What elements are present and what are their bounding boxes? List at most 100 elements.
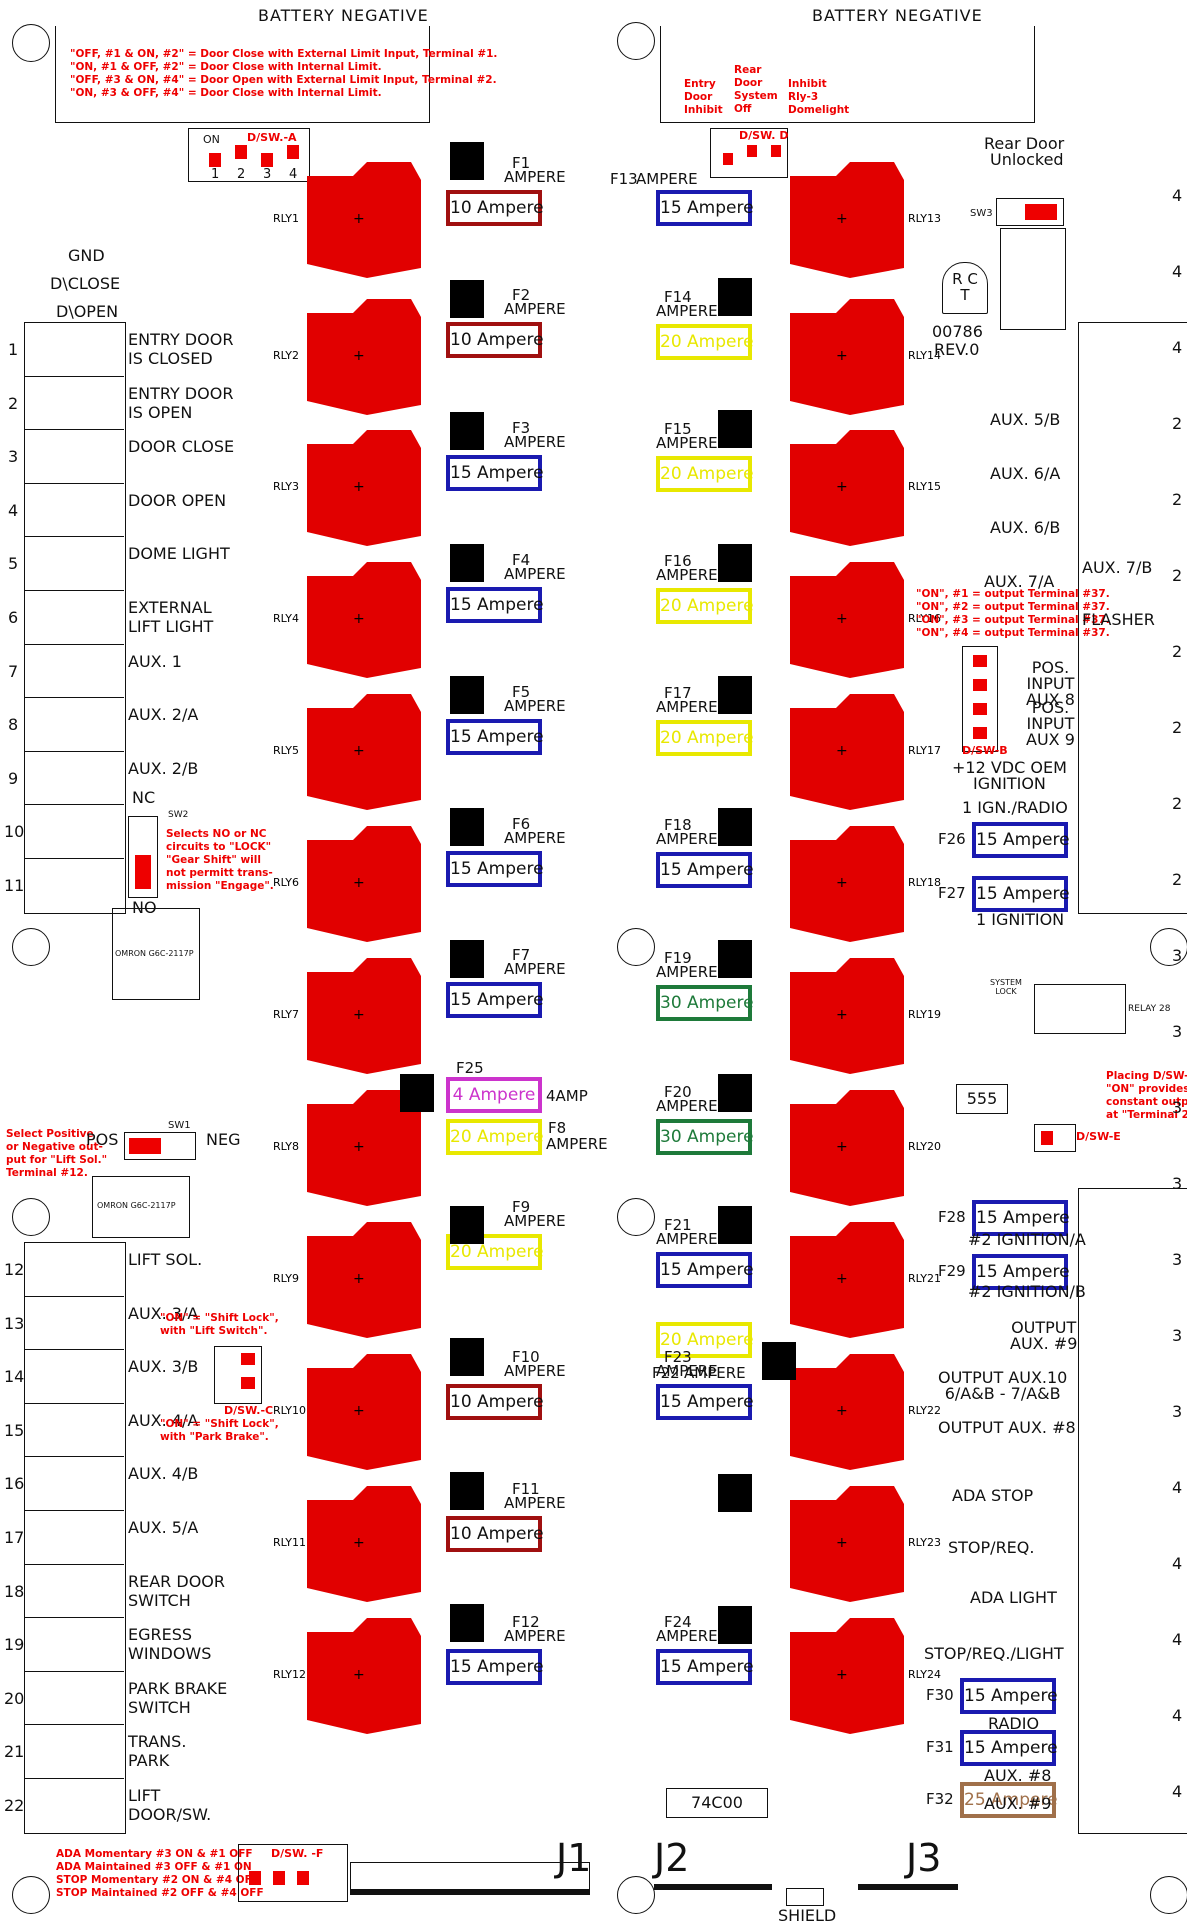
dip-num: 1 bbox=[211, 167, 220, 182]
dip-lever[interactable] bbox=[747, 145, 757, 157]
svg-text:+: + bbox=[353, 1007, 365, 1023]
dip-switch-e[interactable] bbox=[1034, 1124, 1076, 1152]
dip-switch-b[interactable] bbox=[962, 646, 998, 752]
terminal-number: 2 bbox=[1172, 870, 1183, 889]
dip-switch-a[interactable]: ON D/SW.-A 1 2 3 4 bbox=[188, 128, 310, 182]
terminal-number: 14 bbox=[4, 1367, 25, 1387]
svg-text:+: + bbox=[836, 611, 848, 627]
terminal-number: 4 bbox=[1172, 1478, 1183, 1497]
dip-switch-f[interactable]: D/SW. -F bbox=[238, 1844, 348, 1902]
terminal-number: 2 bbox=[1172, 414, 1183, 433]
dip-lever[interactable] bbox=[241, 1377, 255, 1389]
dsw-e-note: Placing D/SW-E"ON" provides constant out… bbox=[1106, 1070, 1187, 1121]
fuse-f16-id: F16 bbox=[664, 552, 692, 570]
fuse-f1-unit: AMPERE bbox=[504, 168, 566, 186]
dip-switch-d[interactable]: D/SW. D bbox=[710, 128, 788, 178]
omron-relay-25-label: OMRON G6C-2117P bbox=[97, 1201, 176, 1210]
sw3-toggle[interactable] bbox=[996, 198, 1064, 226]
terminal-label: DOME LIGHT bbox=[128, 544, 230, 564]
fuse-f8-unit: AMPERE bbox=[546, 1135, 608, 1153]
dip-switch-f-label: D/SW. -F bbox=[271, 1847, 324, 1860]
terminal-divider bbox=[24, 1563, 124, 1565]
dip-switch-b-label: D/SW-B bbox=[962, 744, 1008, 757]
terminal-number: 15 bbox=[4, 1420, 25, 1440]
terminal-label: AUX. 3/A bbox=[128, 1303, 199, 1323]
svg-text:+: + bbox=[353, 211, 365, 227]
fuse-f23-rating: 15 Ampere bbox=[656, 1384, 754, 1420]
sw1-toggle[interactable] bbox=[124, 1132, 196, 1160]
terminal-label: ENTRY DOOR IS OPEN bbox=[128, 383, 234, 422]
dip-lever[interactable] bbox=[209, 153, 221, 167]
heat-sink bbox=[450, 412, 484, 450]
terminal-label: AUX. 2/B bbox=[128, 758, 199, 778]
heat-sink bbox=[450, 1604, 484, 1642]
dip-lever[interactable] bbox=[287, 145, 299, 159]
relay-10: +RLY10 bbox=[273, 1354, 421, 1470]
heat-sink bbox=[450, 940, 484, 978]
shield-label: SHIELD bbox=[778, 1906, 837, 1925]
fuse-f18-unit: AMPERE bbox=[656, 830, 718, 848]
fuse-f6-unit: AMPERE bbox=[504, 829, 566, 847]
dip-lever[interactable] bbox=[973, 655, 987, 667]
mounting-hole bbox=[617, 1876, 655, 1914]
sw1-lever[interactable] bbox=[129, 1138, 161, 1154]
sw2-toggle[interactable] bbox=[128, 816, 158, 898]
terminal-number: 9 bbox=[8, 768, 19, 788]
fuse-f12-rating: 15 Ampere bbox=[446, 1649, 544, 1685]
terminal-label: AUX. 4/B bbox=[128, 1464, 199, 1484]
dsw-d-note-3: Inhibit Rly-3 Domelight bbox=[788, 78, 850, 116]
relay-18: +RLY18 bbox=[790, 826, 941, 942]
dip-lever[interactable] bbox=[273, 1871, 285, 1885]
dip-switch-d-label: D/SW. D bbox=[739, 129, 789, 142]
dip-lever[interactable] bbox=[297, 1871, 309, 1885]
dip-switch-c-label: D/SW.-C bbox=[224, 1404, 274, 1417]
mounting-hole bbox=[12, 928, 50, 966]
terminal-label: AUX. 5/A bbox=[128, 1518, 199, 1537]
dip-lever[interactable] bbox=[723, 153, 733, 165]
dip-lever[interactable] bbox=[235, 145, 247, 159]
sw2-lever[interactable] bbox=[135, 855, 151, 889]
dsw-a-note: "OFF, #1 & ON, #2" = Door Close with Ext… bbox=[70, 48, 498, 99]
terminal-label: ENTRY DOOR IS CLOSED bbox=[128, 330, 234, 368]
dip-lever[interactable] bbox=[771, 145, 781, 157]
relay-label: RLY21 bbox=[908, 1272, 941, 1285]
dip-lever[interactable] bbox=[261, 153, 273, 167]
fuse-f7-rating: 15 Ampere bbox=[446, 982, 544, 1018]
svg-text:+: + bbox=[353, 1535, 365, 1551]
dsw-d-note-2: Rear Door System Off bbox=[734, 64, 778, 115]
right-terminal-label: OUTPUT AUX. #9 bbox=[1010, 1318, 1078, 1353]
dip-lever[interactable] bbox=[241, 1353, 255, 1365]
connector-j1-label: J1 bbox=[556, 1836, 592, 1880]
sw3-lever[interactable] bbox=[1025, 204, 1057, 220]
heat-sink bbox=[718, 1206, 752, 1244]
terminal-number: 19 bbox=[4, 1635, 25, 1655]
relay-label: RLY5 bbox=[273, 744, 299, 757]
dip-lever[interactable] bbox=[1041, 1131, 1053, 1145]
right-terminal-label: AUX. 5/B bbox=[990, 410, 1061, 429]
dsw-c-note-1: "ON" = "Shift Lock",with "Lift Switch". bbox=[160, 1312, 279, 1337]
fuse-f32-rating: 25 Ampere bbox=[960, 1782, 1058, 1818]
fuse-f2-rating: 10 Ampere bbox=[446, 322, 544, 358]
fuse-f4-id: F4 bbox=[512, 551, 531, 569]
fuse-f25-unit: 4AMP bbox=[546, 1087, 588, 1105]
relay-label: RLY8 bbox=[273, 1140, 299, 1153]
fuse-f10-unit: AMPERE bbox=[504, 1362, 566, 1380]
dip-switch-c[interactable] bbox=[214, 1346, 262, 1404]
dip-lever[interactable] bbox=[973, 727, 987, 739]
terminal-divider bbox=[24, 1402, 124, 1404]
terminal-divider bbox=[24, 482, 124, 484]
dip-lever[interactable] bbox=[973, 703, 987, 715]
fuse-f25-rating: 4 Ampere bbox=[446, 1077, 542, 1113]
terminal-strip-right-upper bbox=[1078, 322, 1187, 914]
fuse-f21-id: F21 bbox=[664, 1216, 692, 1234]
dip-lever[interactable] bbox=[249, 1871, 261, 1885]
terminal-number: 4 bbox=[1172, 1706, 1183, 1725]
fuse-f2-id: F2 bbox=[512, 286, 531, 304]
dip-lever[interactable] bbox=[973, 679, 987, 691]
relay-4: +RLY4 bbox=[273, 562, 421, 678]
terminal-number: 1 bbox=[8, 340, 19, 359]
relay-label: RLY2 bbox=[273, 349, 299, 362]
terminal-number: 2 bbox=[1172, 718, 1183, 737]
fuse-f9-unit: AMPERE bbox=[504, 1212, 566, 1230]
